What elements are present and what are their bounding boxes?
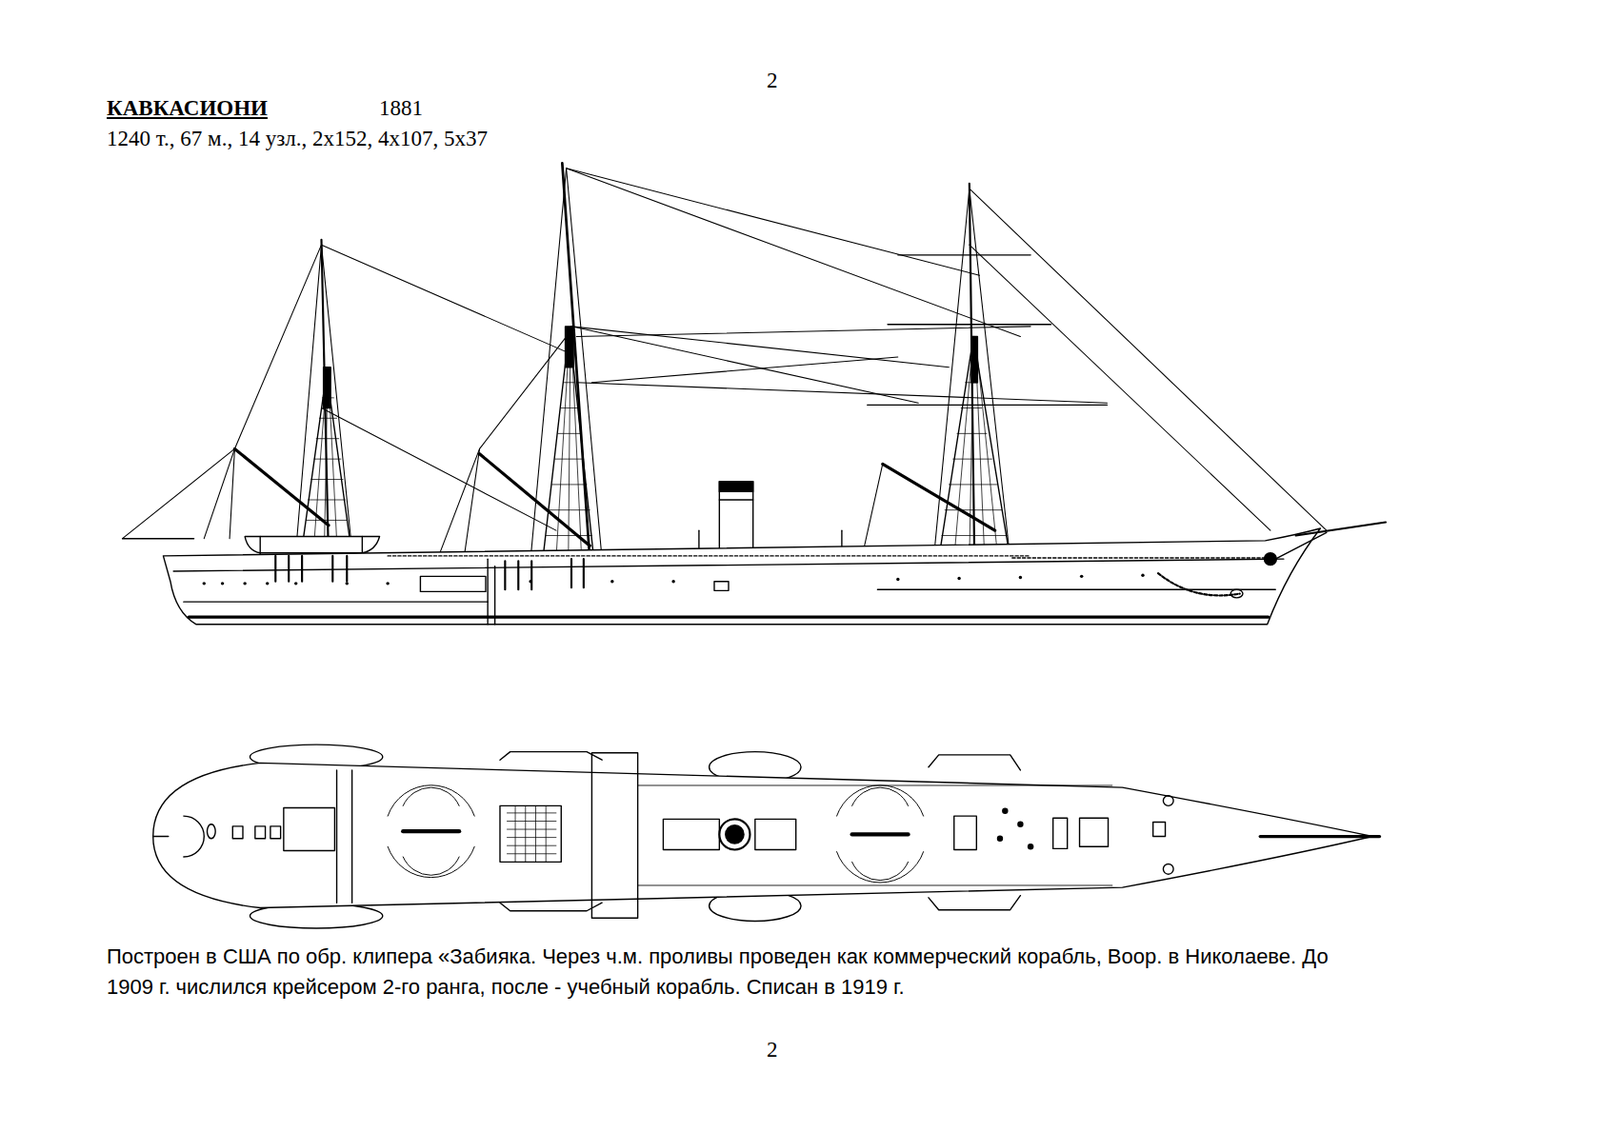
page-number: 2: [766, 68, 779, 94]
caption: Построен в США по обр. клипера «Забияка.…: [106, 941, 1374, 1003]
page-number: 2: [766, 1038, 779, 1063]
specifications: 1240 т., 67 м., 14 узл., 2х152, 4х107, 5…: [106, 126, 488, 152]
ship-name: КАВКАСИОНИ: [106, 96, 268, 121]
year: 1881: [379, 96, 423, 121]
